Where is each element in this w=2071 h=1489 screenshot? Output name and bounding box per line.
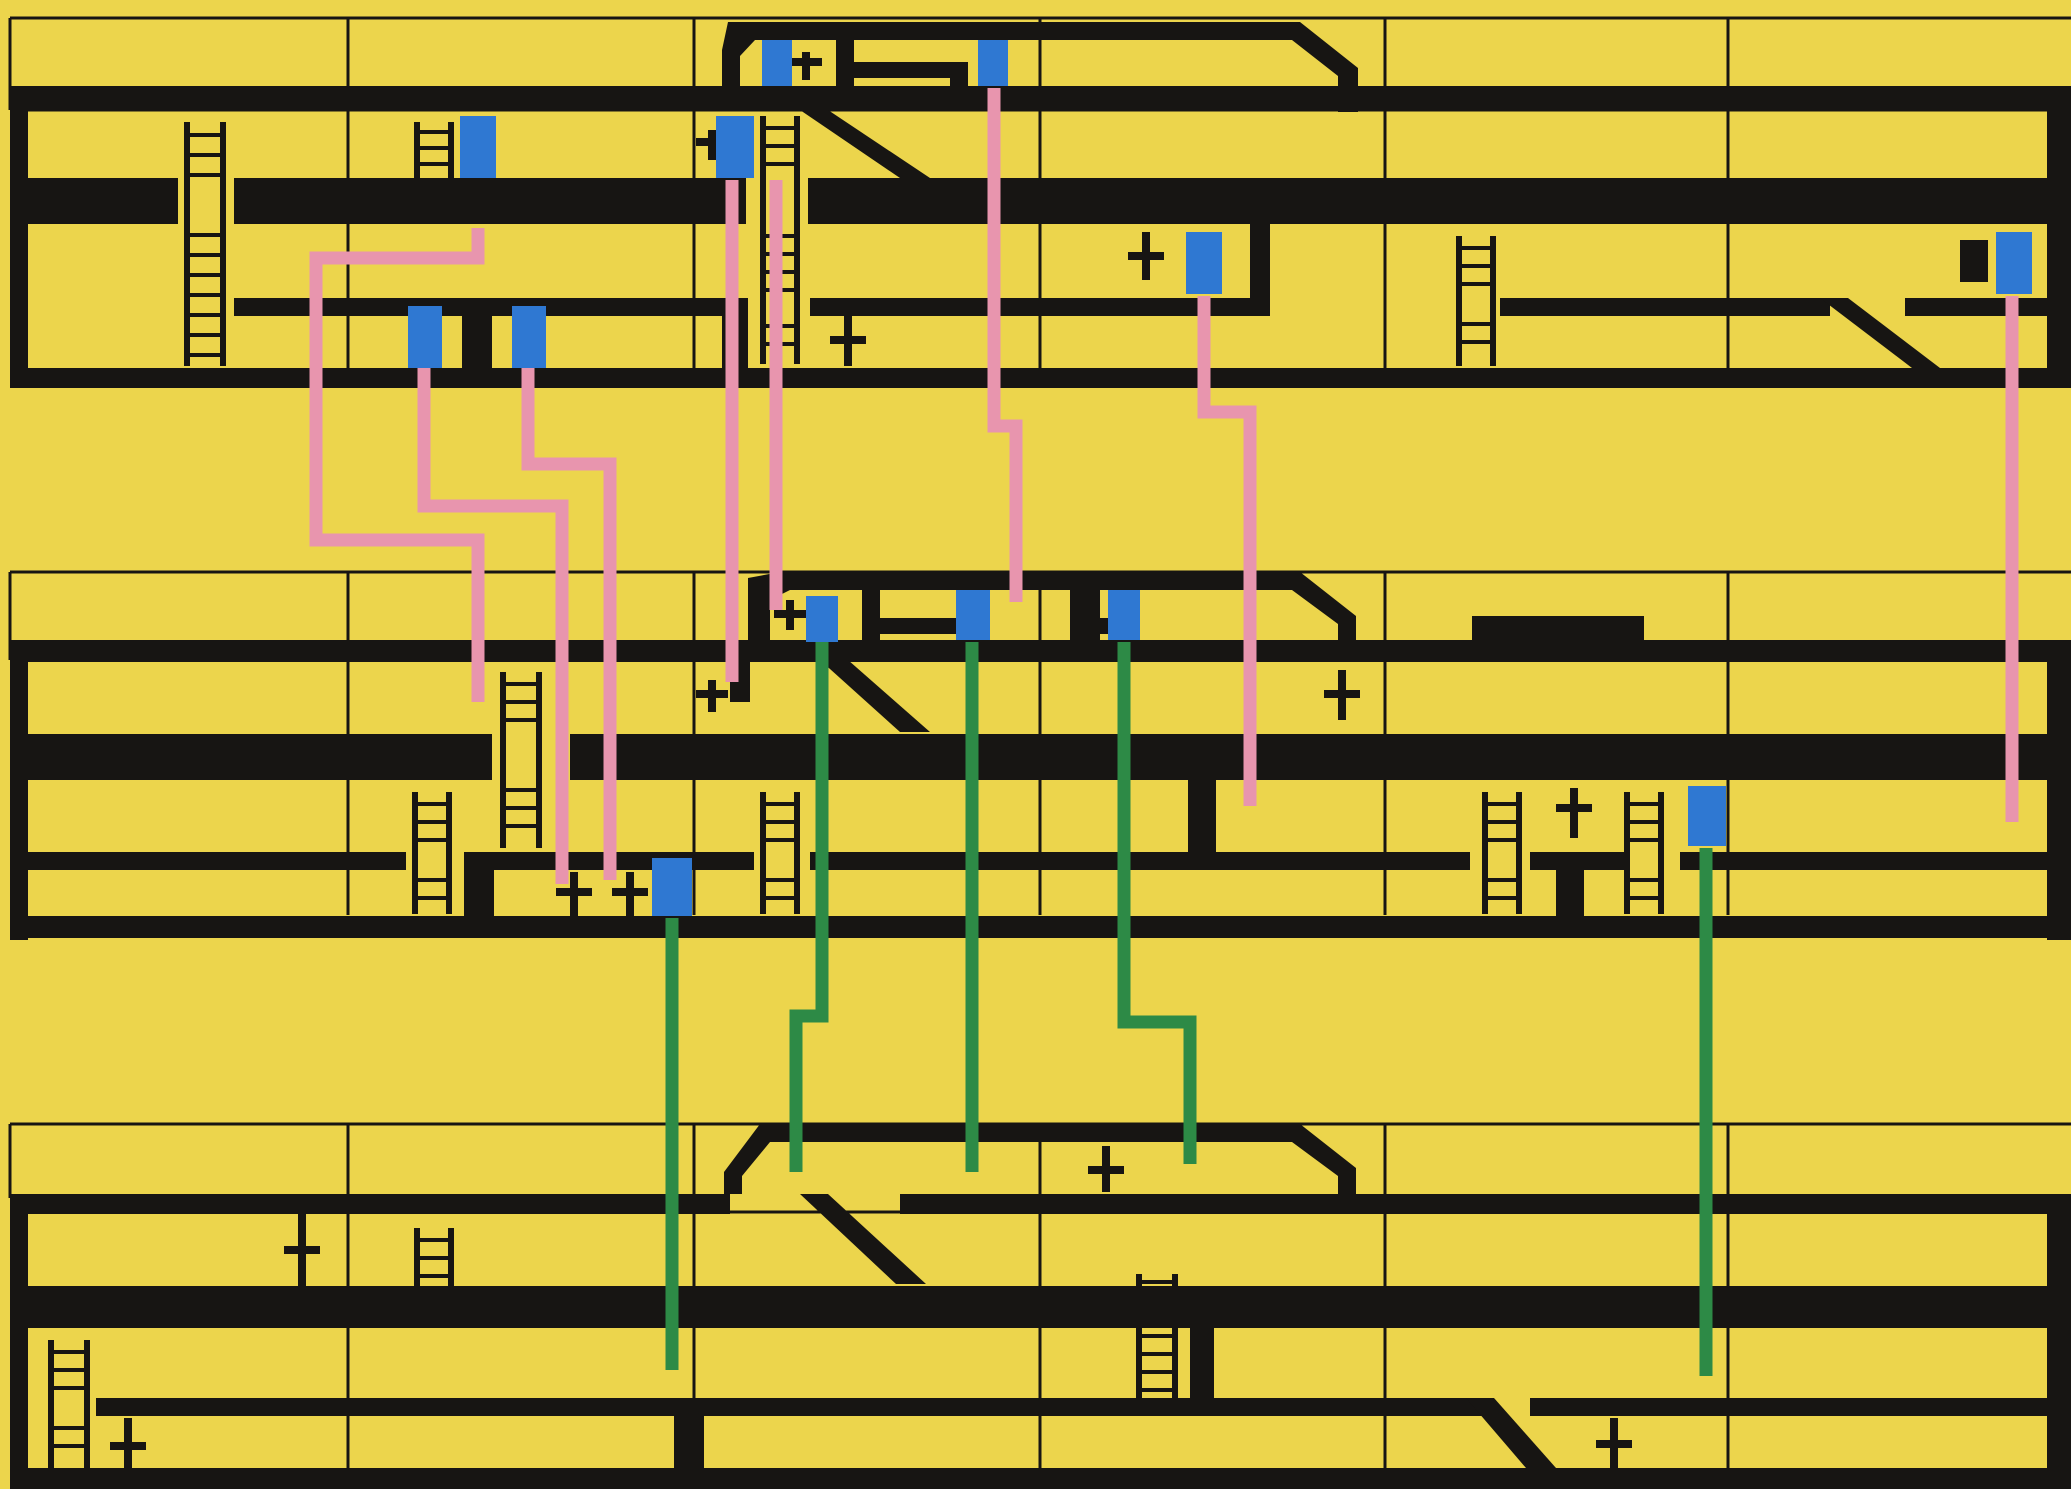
floor-2-mid-platform-b — [570, 734, 2047, 780]
floor-2-ladder-4 — [1482, 792, 1522, 914]
floor-3-post-a — [674, 1398, 704, 1468]
pink-link-2 — [417, 368, 569, 884]
floor-1-right-wall — [2047, 86, 2071, 388]
floor-1-ramp — [800, 110, 930, 178]
floor-2-door-2[interactable] — [956, 590, 990, 640]
floor-2-top-wall — [10, 640, 2071, 662]
floor-2-right-wall — [2047, 640, 2071, 940]
floor-3-ramp — [800, 1194, 926, 1284]
floor-2-low-platform-c — [810, 852, 1470, 870]
floor-1-roof — [722, 22, 1358, 112]
floor-1-door-1[interactable] — [762, 40, 792, 86]
floor-2-post-a — [464, 852, 494, 918]
floor-1-door-4[interactable] — [716, 116, 754, 178]
floor-1-door-7[interactable] — [1186, 232, 1222, 294]
floor-1-door-3[interactable] — [460, 116, 496, 178]
floor-1-door-5[interactable] — [408, 306, 442, 368]
floor-3-roof — [724, 1124, 1356, 1212]
pink-link-7 — [1197, 296, 1257, 806]
floor-1-left-wall — [10, 86, 28, 388]
floor-3-ladder-2 — [1136, 1274, 1178, 1400]
floor-1-door-2[interactable] — [978, 40, 1008, 86]
floor-2-door-4[interactable] — [652, 858, 692, 916]
floor-2-roof-post — [1070, 590, 1100, 640]
pink-connections — [309, 88, 2019, 884]
floor-2-door-5[interactable] — [1688, 786, 1726, 846]
floor-2-bottom-wall — [10, 916, 2071, 938]
floor-3-ladder-1 — [414, 1228, 454, 1290]
floor-1-post-a — [462, 298, 492, 370]
pink-link-1 — [309, 228, 485, 702]
floor-1-rails — [696, 52, 1164, 366]
floor-1-low-platform-d — [1905, 298, 2047, 316]
green-link-2 — [789, 642, 829, 1172]
floor-3-rails — [110, 1146, 1632, 1468]
floor-3-bottom-wall — [10, 1468, 2071, 1489]
floor-2 — [8, 570, 2071, 940]
floor-1-mid-platform-a — [28, 178, 178, 224]
floor-2-left-wall — [10, 640, 28, 940]
floor-2-roof-ledge — [862, 618, 972, 634]
floor-2-door-1[interactable] — [806, 596, 838, 642]
floor-3-low-platform-a — [96, 1398, 1486, 1416]
floor-3 — [8, 1122, 2071, 1489]
floor-3-post-b — [1190, 1290, 1214, 1398]
floor-1-ladder-1 — [184, 122, 226, 366]
floor-3-right-wall — [2047, 1194, 2071, 1489]
green-link-4 — [1117, 642, 1197, 1164]
floor-2-low-platform-e — [1680, 852, 2047, 870]
floor-3-top-wall-a — [10, 1194, 730, 1214]
floor-1-roof-step — [950, 62, 968, 110]
floor-3-low-ramp — [1466, 1398, 1556, 1468]
floor-1-post-d — [1960, 240, 1988, 282]
floor-1-mid-platform-c — [808, 178, 2047, 224]
floor-1-ladder-2 — [414, 122, 454, 180]
floor-2-post-b — [1188, 780, 1216, 852]
floor-2-ladder-5 — [1624, 792, 1664, 914]
floor-3-left-wall — [10, 1194, 28, 1489]
floor-2-roof — [748, 572, 1356, 660]
pink-link-6 — [987, 88, 1023, 602]
floor-3-ladder-3 — [48, 1340, 90, 1468]
floor-1-top-wall — [10, 86, 2071, 110]
floor-1-low-platform-c — [1500, 298, 1830, 316]
floor-2-raised-block — [1472, 616, 1644, 640]
floor-1-low-ramp — [1820, 298, 1940, 368]
floor-2-ladder-3 — [760, 792, 800, 914]
green-connections — [665, 642, 1713, 1376]
floor-1-low-platform-b — [810, 298, 1270, 316]
floor-1-mid-platform-b — [234, 178, 746, 224]
floor-2-ladder-2 — [412, 792, 452, 914]
floor-2-low-platform-a — [28, 852, 406, 870]
floor-1-post-c — [1250, 224, 1270, 316]
floor-2-ladder-1 — [500, 672, 542, 848]
floor-2-raised-step-b — [1624, 616, 1644, 662]
floor-1-door-6[interactable] — [512, 306, 546, 368]
floor-3-low-platform-b — [1530, 1398, 2047, 1416]
floor-1-door-8[interactable] — [1996, 232, 2032, 294]
pink-link-3 — [521, 368, 617, 880]
floor-3-top-wall-b — [900, 1194, 2071, 1214]
floor-2-ramp — [820, 660, 930, 732]
floor-1-roof-ledge — [836, 62, 956, 78]
floor-2-rails — [556, 600, 1592, 916]
floor-2-mid-platform-a — [28, 734, 492, 780]
floor-2-post-c — [1556, 860, 1584, 918]
floor-2-raised-step-a — [1472, 616, 1492, 662]
floor-1-ladder-4 — [1456, 236, 1496, 366]
floor-3-mid-platform — [28, 1286, 2047, 1328]
floor-2-door-3[interactable] — [1108, 590, 1140, 640]
